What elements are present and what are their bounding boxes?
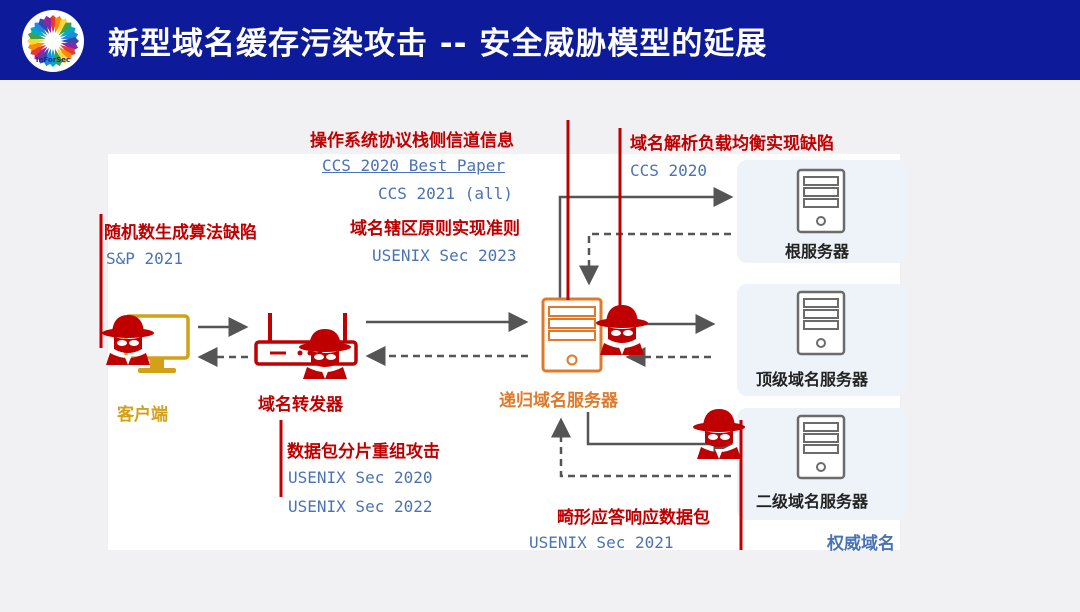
attack-ref-loadbalance: CCS 2020: [630, 161, 708, 180]
header-bar: InForSec 新型域名缓存污染攻击 -- 安全威胁模型的延展: [0, 0, 1080, 80]
sld-server-icon: [796, 414, 846, 480]
authoritative-label: 权威域名: [827, 534, 895, 554]
tld-server-label: 顶级域名服务器: [756, 370, 869, 389]
attack-ref-sidechannel-1[interactable]: CCS 2020 Best Paper: [322, 156, 506, 175]
sld-server-label: 二级域名服务器: [756, 492, 869, 511]
attack-ref-fragment-1: USENIX Sec 2020: [288, 468, 433, 487]
arrow-root-to-recursive: [579, 232, 731, 286]
root-server-label: 根服务器: [785, 242, 850, 261]
attack-title-jurisdiction: 域名辖区原则实现准则: [350, 219, 520, 239]
attack-title-fragment: 数据包分片重组攻击: [287, 442, 440, 462]
attack-title-malformed: 畸形应答响应数据包: [557, 508, 710, 528]
page-title: 新型域名缓存污染攻击 -- 安全威胁模型的延展: [108, 26, 768, 62]
attack-title-loadbalance: 域名解析负载均衡实现缺陷: [630, 134, 834, 154]
attack-ref-fragment-2: USENIX Sec 2022: [288, 497, 433, 516]
infosec-logo: InForSec: [22, 10, 84, 72]
client-label: 客户端: [117, 405, 168, 425]
recursive-label: 递归域名服务器: [499, 391, 618, 411]
tld-server-icon: [796, 290, 846, 356]
attack-title-sidechannel: 操作系统协议栈侧信道信息: [310, 131, 514, 151]
attack-title-rng: 随机数生成算法缺陷: [104, 223, 257, 243]
recursive-server-icon: [541, 297, 603, 373]
attack-ref-jurisdiction: USENIX Sec 2023: [372, 246, 517, 265]
attack-ref-sidechannel-2: CCS 2021 (all): [378, 184, 513, 203]
hacker-icon-sld: [693, 409, 745, 459]
arrow-sld-to-recursive: [551, 417, 731, 478]
root-server-icon: [796, 168, 846, 234]
arrow-recursive-to-root: [558, 187, 734, 300]
attack-ref-rng: S&P 2021: [106, 249, 184, 268]
router-icon: [254, 313, 358, 366]
hacker-icon-recursive: [596, 305, 648, 355]
logo-text: InForSec: [36, 56, 70, 64]
attack-ref-malformed: USENIX Sec 2021: [529, 533, 674, 552]
arrow-recursive-to-sld: [586, 412, 734, 454]
forwarder-label: 域名转发器: [258, 395, 343, 415]
